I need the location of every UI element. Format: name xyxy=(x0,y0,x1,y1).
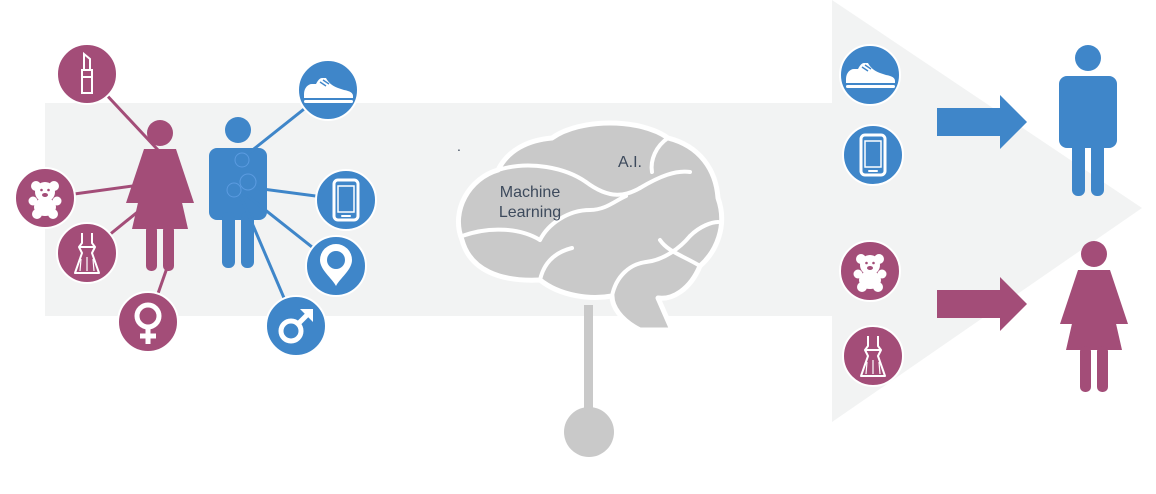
female-input-teddy-bear-icon xyxy=(14,167,76,229)
brain-label-machine-learning-line2: Learning xyxy=(499,204,561,221)
female-input-lipstick-icon xyxy=(56,43,118,105)
male-input-sneaker-icon xyxy=(297,59,359,121)
female-output-teddy-bear-icon xyxy=(839,240,901,302)
connection-nodes xyxy=(226,152,257,198)
female-output-arrow xyxy=(937,277,1027,331)
female-person-output xyxy=(1060,241,1128,392)
brain-stem-stand xyxy=(564,305,614,457)
male-output-arrow xyxy=(937,95,1027,149)
male-input-smartphone-icon xyxy=(315,169,377,231)
female-output-dress-icon xyxy=(842,325,904,387)
brain-icon xyxy=(455,120,725,333)
brain-label-ai: A.I. xyxy=(618,154,642,171)
male-input-male-symbol-icon xyxy=(265,295,327,357)
female-input-dress-icon xyxy=(56,222,118,284)
male-output-smartphone-icon xyxy=(842,124,904,186)
stray-dot-mark: . xyxy=(457,138,461,154)
female-input-female-symbol-icon xyxy=(117,291,179,353)
male-output-sneaker-icon xyxy=(839,44,901,106)
brain-label-machine-learning-line1: Machine xyxy=(500,184,561,201)
male-input-location-pin-icon xyxy=(305,235,367,297)
